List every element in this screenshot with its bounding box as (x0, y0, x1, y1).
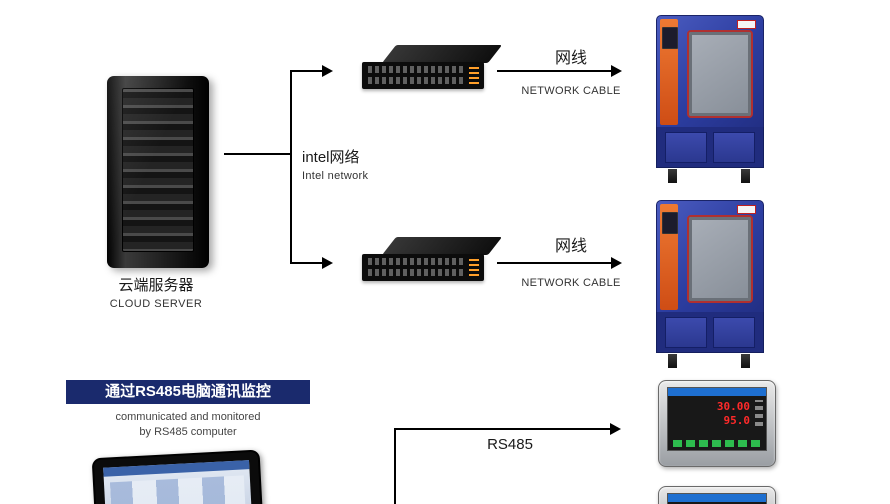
server-rack-body (107, 76, 209, 268)
chamber-controller-display (662, 212, 678, 234)
cable-bottom-label-zh: 网线 (554, 238, 587, 255)
arrowhead-to-switch-1 (322, 65, 333, 77)
controller-screen: 30.00 95.0 (667, 387, 767, 451)
controller-screen (667, 493, 767, 504)
controller-screen-header (668, 388, 766, 396)
arrowhead-to-chamber-2 (611, 257, 622, 269)
rs485-vertical-line (394, 429, 396, 504)
switch-ports (368, 269, 464, 276)
intel-network-label-en: Intel network (302, 170, 369, 182)
chamber-controller-display (662, 27, 678, 49)
network-switch-1 (362, 44, 503, 90)
touch-controller-2 (658, 486, 776, 504)
laptop-screen (91, 449, 265, 504)
switch-indicator-lights (469, 67, 479, 84)
rs485-link-label: RS485 (487, 436, 533, 453)
switch-ports (368, 258, 464, 265)
controller-side-buttons (755, 400, 763, 426)
laptop-display (103, 460, 254, 504)
subtitle-line-2: by RS485 computer (139, 426, 237, 438)
test-chamber-2 (656, 200, 764, 368)
chamber-panel-door (665, 132, 707, 163)
server-connector-line (224, 153, 292, 155)
controller-temp-value: 30.00 (716, 400, 750, 413)
cable-bottom-line (497, 262, 613, 264)
chamber-control-strip (660, 204, 678, 310)
cloud-server-label-zh: 云端服务器 (118, 277, 194, 294)
cloud-server-image (103, 76, 213, 268)
chamber-foot (668, 169, 677, 183)
intel-network-label-zh: intel网络 (302, 149, 360, 166)
switch-front-face (362, 62, 484, 89)
touch-controller-1: 30.00 95.0 (658, 380, 776, 467)
cable-top-line (497, 70, 613, 72)
branch-top-line (290, 70, 324, 72)
monitoring-laptop-image (75, 441, 275, 504)
switch-front-face (362, 254, 484, 281)
arrowhead-to-switch-2 (322, 257, 333, 269)
switch-top-face (382, 237, 503, 255)
chamber-panel-door (713, 132, 755, 163)
chamber-control-strip (660, 19, 678, 125)
subtitle-line-1: communicated and monitored (115, 411, 261, 423)
chamber-viewing-window (687, 215, 753, 303)
cloud-server-label-en: CLOUD SERVER (109, 298, 203, 310)
chamber-cabinet (656, 200, 764, 314)
chamber-cabinet (656, 15, 764, 129)
chamber-foot (741, 354, 750, 368)
switch-ports (368, 66, 464, 73)
chamber-panel-door (713, 317, 755, 348)
arrowhead-to-chamber-1 (611, 65, 622, 77)
branch-bottom-line (290, 262, 324, 264)
branch-vertical-line (290, 70, 292, 264)
cable-bottom-label-en: NETWORK CABLE (521, 277, 621, 289)
network-switch-2 (362, 236, 503, 282)
cable-top-label-zh: 网线 (554, 50, 587, 67)
switch-top-face (382, 45, 503, 63)
rs485-banner: 通过RS485电脑通讯监控 (66, 380, 310, 404)
test-chamber-1 (656, 15, 764, 183)
controller-soft-buttons (673, 440, 761, 447)
chamber-panel-door (665, 317, 707, 348)
rs485-horizontal-line (394, 428, 612, 430)
laptop-ui-header (103, 460, 250, 477)
arrowhead-to-controller (610, 423, 621, 435)
switch-ports (368, 77, 464, 84)
chamber-base (656, 312, 764, 353)
cable-top-label-en: NETWORK CABLE (521, 85, 621, 97)
chamber-base (656, 127, 764, 168)
switch-indicator-lights (469, 259, 479, 276)
controller-humidity-value: 95.0 (723, 414, 751, 427)
chamber-viewing-window (687, 30, 753, 118)
server-rack-units (122, 88, 194, 252)
chamber-foot (668, 354, 677, 368)
chamber-brand-label (737, 20, 756, 29)
laptop-ui-content (109, 475, 248, 504)
chamber-brand-label (737, 205, 756, 214)
controller-screen-header (668, 494, 766, 502)
chamber-foot (741, 169, 750, 183)
rs485-banner-subtitle: communicated and monitored by RS485 comp… (66, 410, 310, 440)
